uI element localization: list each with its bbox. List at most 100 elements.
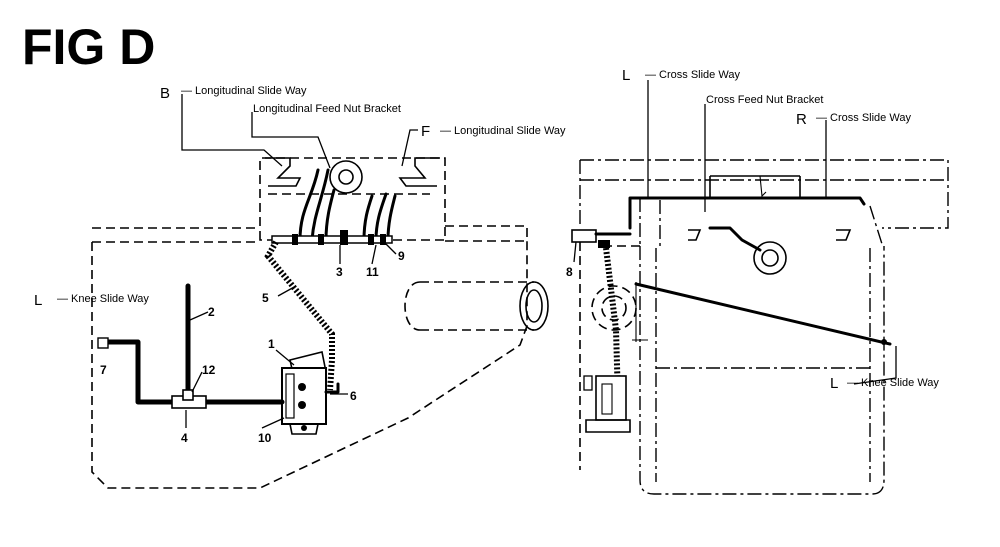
tee-fitting-top xyxy=(182,389,194,401)
leader-nut-bracket xyxy=(251,112,331,169)
feed-nut-bracket-inner xyxy=(338,169,354,185)
leader-l-knee xyxy=(853,346,897,385)
oil-pump-right xyxy=(583,375,631,433)
part-6: 6 xyxy=(350,389,357,403)
ram-end-outer xyxy=(519,281,549,331)
callout-l-text: — Knee Slide Way xyxy=(57,293,149,305)
manifold-tube-1 xyxy=(298,168,320,242)
pulley-inner xyxy=(601,295,627,321)
manifold-tube-3 xyxy=(324,188,336,242)
leader-1 xyxy=(275,349,295,366)
fitting-8 xyxy=(571,229,597,243)
callout-l-knee-text: — Knee Slide Way xyxy=(847,377,939,389)
knee-outline-right xyxy=(639,246,885,495)
leader-f xyxy=(401,129,418,167)
knee-nipple xyxy=(97,337,109,349)
distributor-manifold xyxy=(271,235,393,244)
right-dovetail xyxy=(398,157,440,187)
callout-l-knee-letter: L xyxy=(830,375,838,392)
manifold-tube-6 xyxy=(386,194,397,242)
knee-outline xyxy=(91,241,528,489)
manifold-fitting-e xyxy=(380,234,386,245)
leader-10 xyxy=(261,417,285,429)
pump-base xyxy=(289,423,319,435)
callout-r-letter: R xyxy=(796,111,807,128)
right-pump-body xyxy=(595,375,627,421)
part-4: 4 xyxy=(181,431,188,445)
callout-f-letter: F xyxy=(421,123,430,140)
leader-9 xyxy=(385,243,397,255)
leader-12 xyxy=(191,371,203,393)
cross-slideway-line xyxy=(628,196,866,230)
manifold-fitting-d xyxy=(368,234,374,245)
callout-cross-nut-text: Cross Feed Nut Bracket xyxy=(706,94,823,106)
right-right-dovetail xyxy=(836,229,852,241)
leader-5 xyxy=(277,285,297,297)
callout-f-text: — Longitudinal Slide Way xyxy=(440,125,566,137)
cross-nut-tube xyxy=(708,226,762,252)
callout-r-text: — Cross Slide Way xyxy=(816,112,911,124)
fitting-8-block xyxy=(598,240,610,248)
callout-nut-bracket-text: Longitudinal Feed Nut Bracket xyxy=(253,103,401,115)
cross-nut-outer xyxy=(753,241,787,275)
part-9: 9 xyxy=(398,249,405,263)
callout-b-letter: B xyxy=(160,85,170,102)
manifold-fitting-c xyxy=(340,230,348,245)
callout-l-cross-text: — Cross Slide Way xyxy=(645,69,740,81)
manifold-fitting-a xyxy=(292,234,298,245)
part-10: 10 xyxy=(258,431,272,445)
part-1: 1 xyxy=(268,337,275,351)
knee-way-end xyxy=(881,339,887,345)
part-11: 11 xyxy=(366,265,379,279)
pump-sight-glass xyxy=(285,373,295,419)
saddle-outline xyxy=(259,157,446,241)
part-3: 3 xyxy=(336,265,343,279)
callout-b-text: — Longitudinal Slide Way xyxy=(181,85,307,97)
leader-b xyxy=(181,94,283,167)
right-pump-sight xyxy=(601,383,613,415)
pump-outlet xyxy=(324,382,340,394)
table-outline xyxy=(92,227,260,243)
pump-body xyxy=(281,367,327,425)
pump-dot-b xyxy=(298,401,306,409)
supply-pipe xyxy=(101,339,285,405)
table-outline-right xyxy=(445,225,528,242)
pump-dot-a xyxy=(298,383,306,391)
part-2: 2 xyxy=(208,305,215,319)
figure-title: FIG D xyxy=(22,19,155,75)
left-dovetail xyxy=(265,157,302,187)
manifold-tube-5 xyxy=(374,192,388,242)
cross-table-outline xyxy=(579,159,949,229)
flexible-hose xyxy=(264,240,335,391)
part-8: 8 xyxy=(566,265,573,279)
leader-11 xyxy=(371,244,377,265)
cross-slide-top xyxy=(709,175,801,198)
leader-2 xyxy=(189,311,209,321)
left-view: B — Longitudinal Slide Way Longitudinal … xyxy=(34,85,566,489)
oil-pump xyxy=(281,351,340,435)
part-5: 5 xyxy=(262,291,269,305)
pump-drain xyxy=(301,425,307,431)
saddle-outline-right xyxy=(639,198,883,246)
right-pump-cap xyxy=(583,375,593,391)
callout-l-letter: L xyxy=(34,292,42,309)
right-left-dovetail xyxy=(688,229,702,241)
manifold-tube-2 xyxy=(310,168,330,242)
ram-end-inner xyxy=(525,289,543,323)
right-view: L — Cross Slide Way Cross Feed Nut Brack… xyxy=(566,67,949,495)
part-7: 7 xyxy=(100,363,107,377)
feed-nut-bracket-outer xyxy=(329,160,363,194)
knee-way-line xyxy=(634,282,892,346)
knee-inner-right xyxy=(655,248,871,482)
knee-way-vertical xyxy=(632,282,648,342)
ram-extension xyxy=(404,281,534,331)
manifold-tube-4 xyxy=(362,194,374,242)
manifold-fitting-b xyxy=(318,234,324,245)
right-pump-base xyxy=(585,419,631,433)
callout-l-cross-letter: L xyxy=(622,67,630,84)
cross-nut-inner xyxy=(761,249,779,267)
leader-8 xyxy=(573,241,577,263)
cross-nut-tube-top xyxy=(759,175,767,198)
part-12: 12 xyxy=(202,363,216,377)
